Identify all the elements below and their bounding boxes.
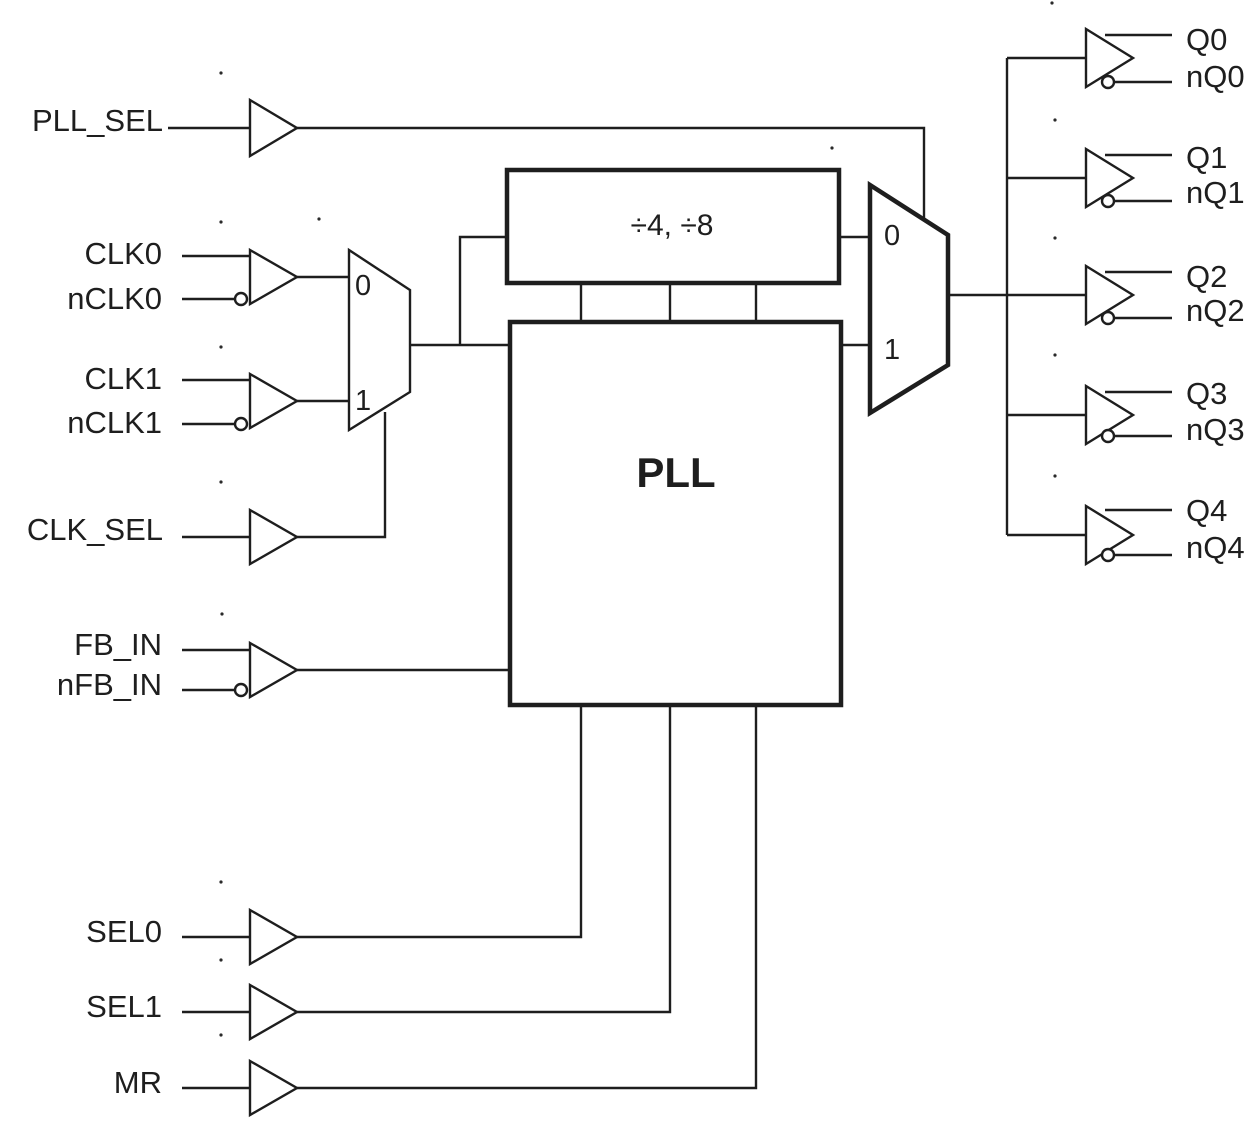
fb-in-diff-buffer-icon	[248, 640, 300, 700]
nq0-label: nQ0	[1186, 59, 1245, 94]
mr-label: MR	[114, 1065, 162, 1100]
sel0-label: SEL0	[86, 914, 162, 949]
divider-box	[504, 167, 842, 286]
mr-input: MR	[114, 706, 758, 1118]
scan-speckles	[219, 1, 1057, 1037]
clk0-label: CLK0	[84, 236, 162, 271]
nclk0-invert-bubble-icon	[233, 291, 249, 307]
q2-diff-buffer-icon	[1084, 263, 1136, 327]
pll-sel-label: PLL_SEL	[32, 103, 163, 138]
output-q1: Q1 nQ1	[1007, 140, 1245, 210]
output-mux-in1-label: 1	[884, 334, 900, 366]
sel0-buffer-icon	[248, 907, 300, 967]
clk1-diff-buffer-icon	[248, 371, 300, 431]
clk-sel-buffer-icon	[248, 507, 300, 567]
output-mux-icon	[867, 180, 951, 418]
q0-label: Q0	[1186, 22, 1227, 57]
input-mux-in0-label: 0	[355, 270, 371, 302]
nq3-invert-bubble-icon	[1100, 428, 1116, 444]
nfb-in-label: nFB_IN	[57, 667, 162, 702]
q2-label: Q2	[1186, 259, 1227, 294]
nq2-label: nQ2	[1186, 293, 1245, 328]
divider-label: ÷4, ÷8	[631, 209, 714, 242]
sel0-input: SEL0	[86, 706, 583, 967]
nfb-in-invert-bubble-icon	[233, 682, 249, 698]
q1-diff-buffer-icon	[1084, 146, 1136, 210]
q3-label: Q3	[1186, 376, 1227, 411]
sel1-label: SEL1	[86, 989, 162, 1024]
divider-block: ÷4, ÷8	[504, 167, 870, 322]
clk0-diff-buffer-icon	[248, 247, 300, 307]
nq4-invert-bubble-icon	[1100, 547, 1116, 563]
pll-label: PLL	[636, 449, 715, 496]
clk1-label: CLK1	[84, 361, 162, 396]
input-mux-icon	[347, 247, 412, 433]
output-mux-in0-label: 0	[884, 220, 900, 252]
nq2-invert-bubble-icon	[1100, 310, 1116, 326]
pll-block: PLL	[507, 319, 870, 708]
mr-buffer-icon	[248, 1058, 300, 1118]
nq0-invert-bubble-icon	[1100, 74, 1116, 90]
clk-sel-input: CLK_SEL	[27, 412, 387, 567]
fb-in-input: FB_IN nFB_IN	[57, 627, 509, 702]
clk0-input: CLK0 nCLK0	[67, 236, 349, 316]
clk1-input: CLK1 nCLK1	[67, 361, 349, 440]
pll-box	[507, 319, 844, 708]
nclk1-label: nCLK1	[67, 405, 162, 440]
nq1-invert-bubble-icon	[1100, 193, 1116, 209]
nclk0-label: nCLK0	[67, 281, 162, 316]
nq4-label: nQ4	[1186, 530, 1245, 565]
output-q4: Q4 nQ4	[1007, 493, 1245, 567]
sel1-input: SEL1	[86, 706, 672, 1042]
nq1-label: nQ1	[1186, 175, 1245, 210]
input-mux: 0 1	[347, 235, 509, 433]
pll-sel-input: PLL_SEL	[32, 97, 926, 220]
output-q0: Q0 nQ0	[1007, 22, 1245, 94]
nclk1-invert-bubble-icon	[233, 416, 249, 432]
pll-sel-buffer-icon	[248, 97, 300, 159]
output-q3: Q3 nQ3	[1007, 376, 1245, 447]
fb-in-label: FB_IN	[74, 627, 162, 662]
input-mux-in1-label: 1	[355, 385, 371, 417]
q4-label: Q4	[1186, 493, 1227, 528]
q0-diff-buffer-icon	[1084, 26, 1136, 90]
clk-sel-label: CLK_SEL	[27, 512, 163, 547]
sel1-buffer-icon	[248, 982, 300, 1042]
q1-label: Q1	[1186, 140, 1227, 175]
nq3-label: nQ3	[1186, 412, 1245, 447]
output-q2: Q2 nQ2	[1084, 259, 1245, 328]
output-mux: 0 1	[867, 180, 1086, 418]
